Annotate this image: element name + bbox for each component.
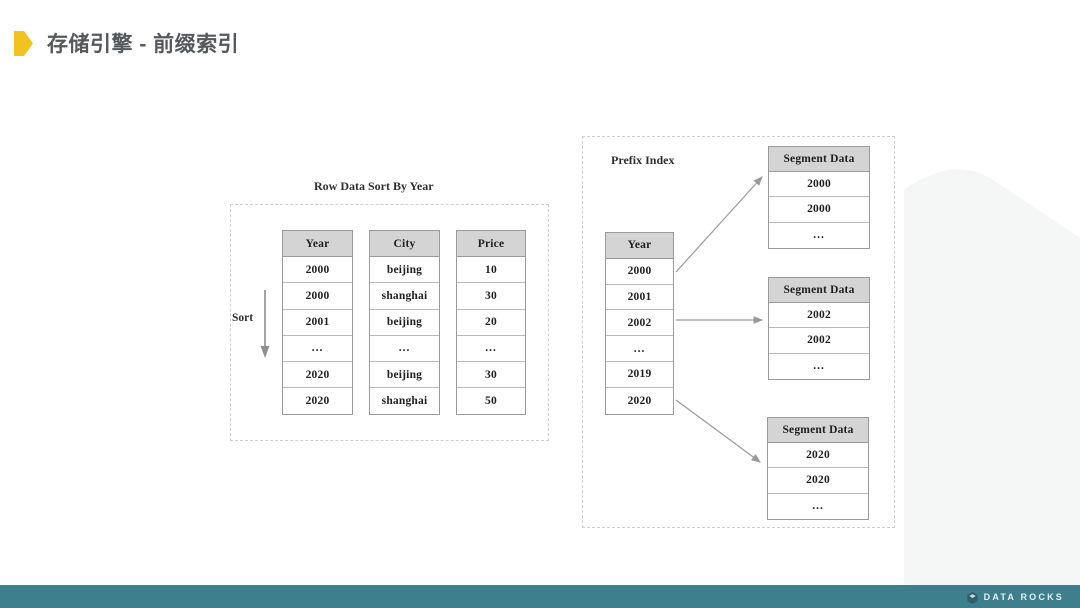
table-cell: 2002 <box>769 303 869 329</box>
column-header: Price <box>457 231 525 258</box>
decorative-background-shape <box>900 160 1080 586</box>
page-title: 存储引擎 - 前缀索引 <box>47 33 240 56</box>
table-cell: 2000 <box>606 258 673 285</box>
table-cell: beijing <box>370 257 439 284</box>
table-cell-ellipsis: ... <box>370 335 439 362</box>
segment-data-box-3: Segment Data 2020 2020 ... <box>767 417 869 520</box>
row-data-container <box>230 204 549 441</box>
table-cell: 2020 <box>283 388 352 415</box>
table-cell-ellipsis: ... <box>457 335 525 362</box>
pentagon-bullet-icon <box>14 30 33 56</box>
table-cell: 2020 <box>768 468 868 494</box>
table-cell: 2020 <box>606 387 673 414</box>
segment-header: Segment Data <box>768 418 868 444</box>
table-cell: 2020 <box>768 443 868 469</box>
arrow-down-icon <box>259 290 271 363</box>
table-cell: shanghai <box>370 283 439 310</box>
segment-header: Segment Data <box>769 147 869 173</box>
segment-data-box-1: Segment Data 2000 2000 ... <box>768 146 870 249</box>
table-cell-ellipsis: ... <box>768 493 868 519</box>
table-cell: 2000 <box>283 283 352 310</box>
table-cell: 2000 <box>769 172 869 198</box>
column-header: Year <box>283 231 352 258</box>
footer-brand: DATA ROCKS <box>967 591 1064 604</box>
row-data-column-year: Year 2000 2000 2001 ... 2020 2020 <box>282 230 353 416</box>
table-cell: beijing <box>370 309 439 336</box>
table-cell: 2001 <box>606 284 673 311</box>
hexagon-logo-icon <box>967 591 978 604</box>
table-cell: 2019 <box>606 361 673 388</box>
table-cell: 30 <box>457 283 525 310</box>
sort-direction-indicator: Sort <box>232 290 278 362</box>
segment-data-box-2: Segment Data 2002 2002 ... <box>768 277 870 380</box>
prefix-index-column-year: Year 2000 2001 2002 ... 2019 2020 <box>605 232 674 415</box>
row-data-column-city: City beijing shanghai beijing ... beijin… <box>369 230 440 416</box>
footer-brand-text: DATA ROCKS <box>983 591 1064 602</box>
table-cell: 2020 <box>283 361 352 389</box>
table-cell: shanghai <box>370 388 439 415</box>
row-data-caption: Row Data Sort By Year <box>314 179 434 193</box>
slide-title-row: 存储引擎 - 前缀索引 <box>14 26 239 60</box>
table-cell-ellipsis: ... <box>769 222 869 248</box>
row-data-column-price: Price 10 30 20 ... 30 50 <box>456 230 526 416</box>
prefix-index-caption: Prefix Index <box>611 153 675 167</box>
table-cell: 2000 <box>283 257 352 284</box>
column-header: Year <box>606 233 673 259</box>
segment-header: Segment Data <box>769 278 869 304</box>
table-cell: 20 <box>457 309 525 336</box>
table-cell: 50 <box>457 388 525 415</box>
table-cell: 2001 <box>283 309 352 336</box>
footer-bar: DATA ROCKS <box>0 585 1080 608</box>
table-cell: 2002 <box>769 328 869 354</box>
table-cell: 10 <box>457 257 525 284</box>
table-cell-ellipsis: ... <box>769 353 869 379</box>
prefix-index-container <box>582 136 895 528</box>
table-cell: beijing <box>370 361 439 389</box>
table-cell-ellipsis: ... <box>606 336 673 362</box>
table-cell: 30 <box>457 361 525 389</box>
table-cell: 2000 <box>769 197 869 223</box>
sort-label: Sort <box>232 312 254 324</box>
table-cell-ellipsis: ... <box>283 335 352 362</box>
column-header: City <box>370 231 439 258</box>
table-cell: 2002 <box>606 310 673 337</box>
